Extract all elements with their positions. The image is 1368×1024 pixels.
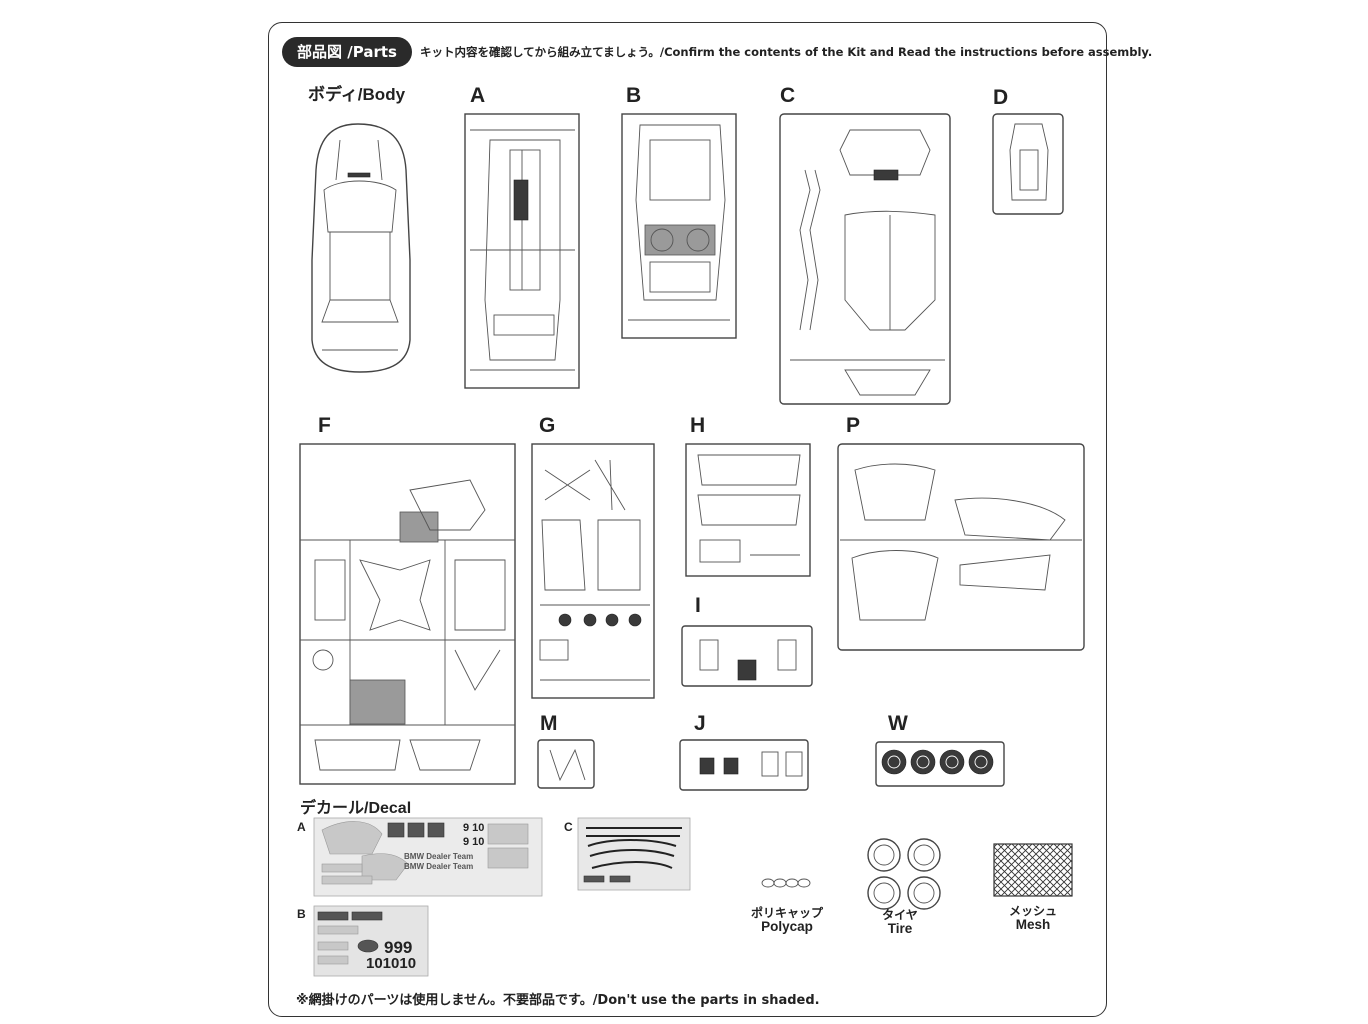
mesh-caption: メッシュ Mesh xyxy=(998,904,1068,932)
assembly-instruction: キット内容を確認してから組み立てましょう。/Confirm the conten… xyxy=(420,45,1153,59)
sprue-B-drawing xyxy=(621,113,737,339)
decal-C-label: C xyxy=(564,820,573,834)
tire-jp-label: タイヤ xyxy=(882,908,918,922)
polycap-en-label: Polycap xyxy=(761,919,813,934)
mesh-jp-label: メッシュ xyxy=(1008,904,1057,918)
decal-dealer-1: BMW Dealer Team xyxy=(404,852,474,861)
polycap-jp-label: ポリキャップ xyxy=(750,906,823,920)
decal-title: デカール/Decal xyxy=(300,800,412,817)
mesh-sheet xyxy=(993,843,1073,897)
sprue-B-label: B xyxy=(626,84,642,107)
decal-num-101010: 101010 xyxy=(366,955,417,972)
body-label: ボディ/Body xyxy=(308,85,406,104)
sprue-P-drawing xyxy=(837,443,1085,651)
sprue-G-label: G xyxy=(539,414,556,437)
sprue-J-drawing xyxy=(679,739,809,791)
sprue-G-drawing xyxy=(531,443,655,699)
sprue-A-drawing xyxy=(464,113,580,389)
sprue-J-label: J xyxy=(694,712,706,735)
sprue-H-label: H xyxy=(690,414,706,437)
decal-B-sheet xyxy=(313,905,429,977)
sprue-D-drawing xyxy=(992,113,1064,215)
mesh-en-label: Mesh xyxy=(1015,917,1051,932)
polycap-drawing xyxy=(761,878,811,888)
sprue-D-label: D xyxy=(993,86,1009,109)
parts-title-pill: 部品図 /Parts xyxy=(282,37,412,67)
sprue-M-label: M xyxy=(540,712,558,735)
decal-A-label: A xyxy=(297,820,306,834)
tire-en-label: Tire xyxy=(887,921,913,936)
sprue-C-drawing xyxy=(779,113,951,405)
sprue-H-drawing xyxy=(685,443,811,577)
decal-C-sheet xyxy=(577,817,691,891)
decal-B-label: B xyxy=(297,907,306,921)
decal-dealer-2: BMW Dealer Team xyxy=(404,862,474,871)
sprue-F-label: F xyxy=(318,414,331,437)
unused-parts-note: ※網掛けのパーツは使用しません。不要部品です。/Don't use the pa… xyxy=(296,993,820,1008)
sprue-I-label: I xyxy=(695,594,701,617)
sprue-M-drawing xyxy=(537,739,595,789)
decal-num-top: 9 10 xyxy=(463,822,485,834)
tire-drawing xyxy=(867,838,941,910)
sprue-W-drawing xyxy=(875,741,1005,787)
decal-num-999: 999 xyxy=(384,938,413,957)
sprue-I-drawing xyxy=(681,625,813,687)
sprue-W-label: W xyxy=(888,712,908,735)
sprue-C-label: C xyxy=(780,84,796,107)
decal-A-sheet xyxy=(313,817,543,897)
sprue-P-label: P xyxy=(846,414,861,437)
sprue-A-label: A xyxy=(470,84,486,107)
polycap-caption: ポリキャップ Polycap xyxy=(744,906,830,934)
decal-num-top2: 9 10 xyxy=(463,836,485,848)
tire-caption: タイヤ Tire xyxy=(870,908,930,936)
sprue-F-drawing xyxy=(299,443,516,785)
body-drawing xyxy=(311,123,411,373)
